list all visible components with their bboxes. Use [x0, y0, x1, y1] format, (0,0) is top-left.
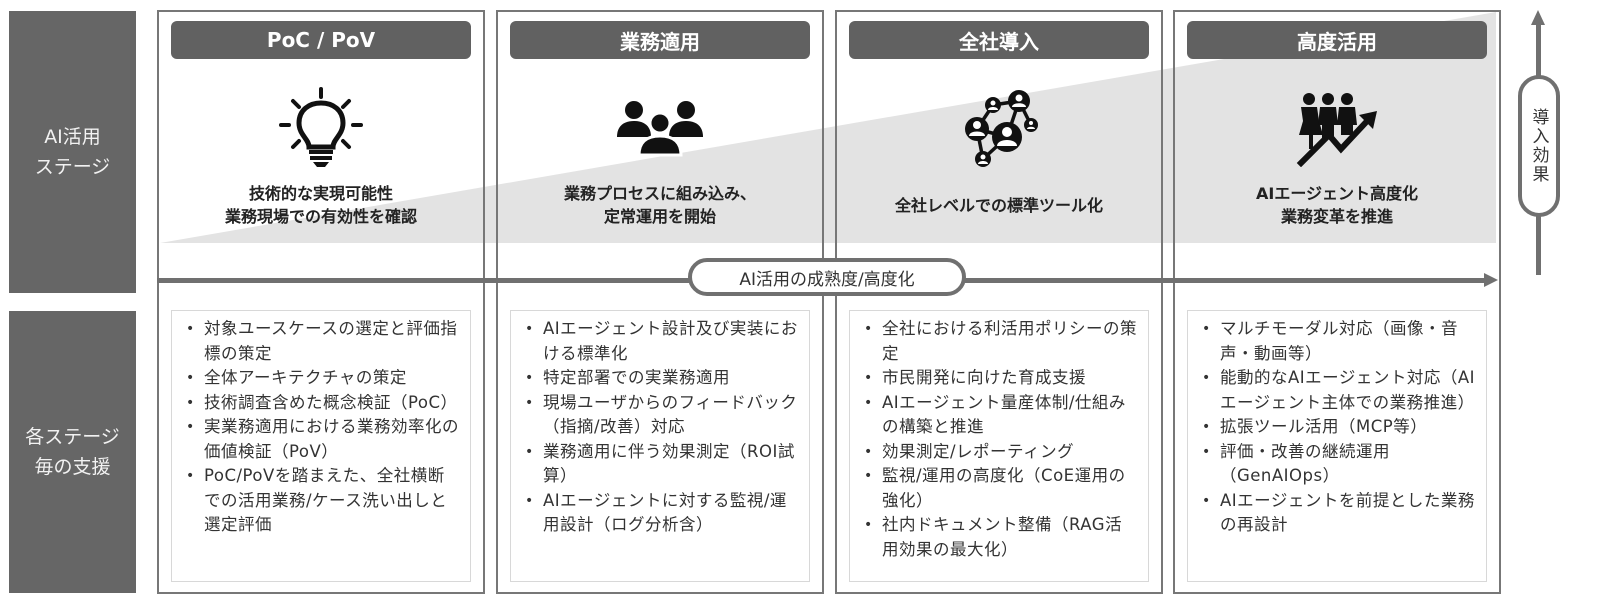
support-row-label-text: 各ステージ 毎の支援	[25, 426, 120, 478]
list-item: 評価・改善の継続運用（GenAIOps）	[1198, 440, 1476, 489]
stage-column-company-wide: 全社導入	[835, 10, 1163, 594]
stage-description: 技術的な実現可能性 業務現場での有効性を確認	[224, 184, 417, 226]
stage-header: 業務適用	[510, 21, 810, 59]
list-item: 全体アーキテクチャの策定	[182, 366, 460, 391]
people-group-icon	[615, 84, 705, 174]
maturity-axis-label: AI活用の成熟度/高度化	[688, 258, 966, 296]
list-item: 実業務適用における業務効率化の価値検証（PoV）	[182, 415, 460, 464]
stage-row-label: AI活用 ステージ	[9, 11, 136, 293]
list-item: マルチモーダル対応（画像・音声・動画等）	[1198, 317, 1476, 366]
stage-header: 高度活用	[1187, 21, 1487, 59]
support-list: マルチモーダル対応（画像・音声・動画等） 能動的なAIエージェント対応（AIエー…	[1198, 317, 1476, 538]
list-item: 対象ユースケースの選定と評価指標の策定	[182, 317, 460, 366]
support-list-box: AIエージェント設計及び実装における標準化 特定部署での実業務適用 現場ユーザか…	[510, 310, 810, 582]
list-item: AIエージェントに対する監視/運用設計（ログ分析含）	[521, 489, 799, 538]
stage-header: 全社導入	[849, 21, 1149, 59]
list-item: 市民開発に向けた育成支援	[860, 366, 1138, 391]
list-item: 監視/運用の高度化（CoE運用の強化）	[860, 464, 1138, 513]
list-item: 技術調査含めた概念検証（PoC）	[182, 391, 460, 416]
list-item: 現場ユーザからのフィードバック（指摘/改善）対応	[521, 391, 799, 440]
stage-description: 業務プロセスに組み込み、 定常運用を開始	[563, 184, 756, 226]
list-item: 能動的なAIエージェント対応（AIエージェント主体での業務推進）	[1198, 366, 1476, 415]
list-item: 特定部署での実業務適用	[521, 366, 799, 391]
arrow-up-icon	[1531, 10, 1545, 25]
lightbulb-icon	[276, 84, 366, 174]
stage-column-poc: PoC / PoV 技術的な実現可能性 業務現場での有効性を確認 対象ユースケー…	[157, 10, 485, 594]
stage-column-business-application: 業務適用 業務プロセスに組み込み、 定常運用を開始 AIエージェント設計及び実装…	[496, 10, 824, 594]
effect-axis-label: 導入効果	[1518, 75, 1560, 217]
effect-axis-label-text: 導入効果	[1528, 108, 1549, 184]
support-list: 対象ユースケースの選定と評価指標の策定 全体アーキテクチャの策定 技術調査含めた…	[182, 317, 460, 538]
list-item: 社内ドキュメント整備（RAG活用効果の最大化）	[860, 513, 1138, 562]
stage-column-advanced-use: 高度活用 AIエージェント高度化 業務変革を推進 マルチモーダル対応（画像・音声…	[1173, 10, 1501, 594]
stage-description: 全社レベルでの標準ツール化	[894, 196, 1103, 215]
stage-description: AIエージェント高度化 業務変革を推進	[1255, 184, 1419, 226]
stage-header: PoC / PoV	[171, 21, 471, 59]
support-list: AIエージェント設計及び実装における標準化 特定部署での実業務適用 現場ユーザか…	[521, 317, 799, 538]
support-list-box: マルチモーダル対応（画像・音声・動画等） 能動的なAIエージェント対応（AIエー…	[1187, 310, 1487, 582]
list-item: AIエージェント設計及び実装における標準化	[521, 317, 799, 366]
list-item: AIエージェント量産体制/仕組みの構築と推進	[860, 391, 1138, 440]
stage-row-label-text: AI活用 ステージ	[34, 126, 111, 178]
support-list-box: 全社における利活用ポリシーの策定 市民開発に向けた育成支援 AIエージェント量産…	[849, 310, 1149, 582]
network-people-icon	[954, 84, 1044, 174]
list-item: 全社における利活用ポリシーの策定	[860, 317, 1138, 366]
people-growth-icon	[1292, 84, 1382, 174]
list-item: 効果測定/レポーティング	[860, 440, 1138, 465]
support-list: 全社における利活用ポリシーの策定 市民開発に向けた育成支援 AIエージェント量産…	[860, 317, 1138, 562]
arrow-right-icon	[1484, 273, 1498, 287]
support-row-label: 各ステージ 毎の支援	[9, 311, 136, 593]
list-item: AIエージェントを前提とした業務の再設計	[1198, 489, 1476, 538]
support-list-box: 対象ユースケースの選定と評価指標の策定 全体アーキテクチャの策定 技術調査含めた…	[171, 310, 471, 582]
list-item: 拡張ツール活用（MCP等）	[1198, 415, 1476, 440]
list-item: 業務適用に伴う効果測定（ROI試算）	[521, 440, 799, 489]
list-item: PoC/PoVを踏まえた、全社横断での活用業務/ケース洗い出しと選定評価	[182, 464, 460, 538]
